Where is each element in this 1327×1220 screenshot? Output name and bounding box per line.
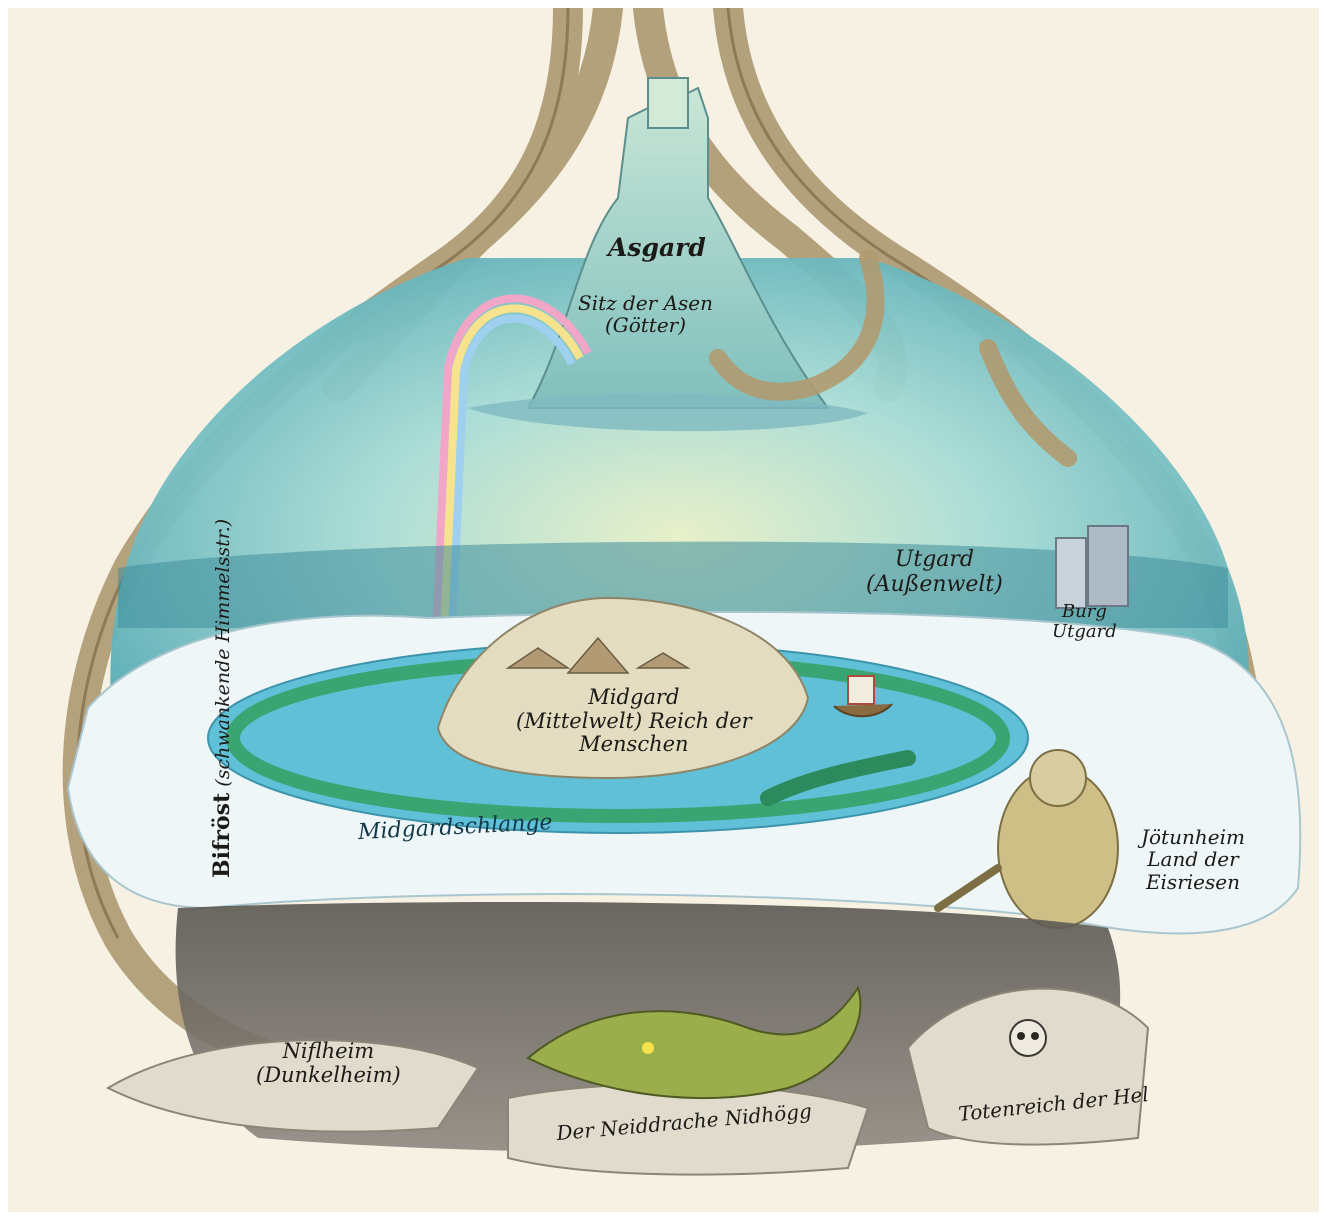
label-midgard: Midgard (Mittelwelt) Reich der Menschen [516, 686, 752, 757]
label-jotunheim-line1: Jötunheim [1141, 826, 1245, 848]
label-burg-line2: Utgard [1052, 622, 1117, 642]
label-burg-line1: Burg [1052, 602, 1117, 622]
label-asgard-sub-line1: Sitz der Asen [578, 292, 713, 314]
label-bifrost: Bifröst (schwankende Himmelsstr.) [210, 519, 235, 878]
label-bifrost-name: Bifröst [209, 793, 235, 878]
label-niflheim: Niflheim (Dunkelheim) [256, 1040, 401, 1087]
label-bifrost-sub: (schwankende Himmelsstr.) [212, 519, 234, 787]
label-burg-utgard: Burg Utgard [1052, 602, 1117, 642]
label-utgard-line2: (Außenwelt) [866, 573, 1003, 598]
world-tree-artwork [8, 8, 1319, 1212]
label-niflheim-line1: Niflheim [256, 1040, 401, 1064]
label-niflheim-line2: (Dunkelheim) [256, 1064, 401, 1088]
burg-utgard-castle [1056, 526, 1128, 608]
label-jotunheim-line2: Land der [1141, 848, 1245, 870]
label-asgard: Asgard [608, 234, 706, 262]
label-utgard: Utgard (Außenwelt) [866, 548, 1003, 597]
label-jotunheim-line3: Eisriesen [1141, 871, 1245, 893]
label-jotunheim: Jötunheim Land der Eisriesen [1141, 826, 1245, 893]
label-midgard-line2: (Mittelwelt) Reich der [516, 710, 752, 734]
hel-skull [1010, 1020, 1046, 1056]
label-utgard-line1: Utgard [866, 548, 1003, 573]
label-midgard-line3: Menschen [516, 733, 752, 757]
label-asgard-subtitle: Sitz der Asen (Götter) [578, 292, 713, 337]
label-asgard-sub-line2: (Götter) [578, 314, 713, 336]
label-midgard-line1: Midgard [516, 686, 752, 710]
yggdrasil-illustration: Asgard Sitz der Asen (Götter) Bifröst (s… [8, 8, 1319, 1212]
